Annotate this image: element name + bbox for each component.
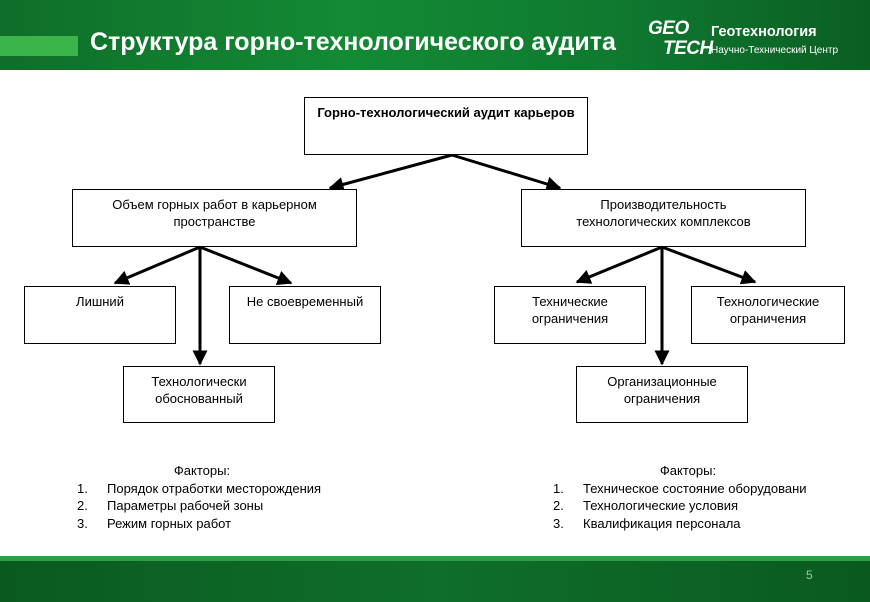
header-bar [0, 0, 870, 70]
factor-item: 1. Техническое состояние оборудовани [553, 480, 854, 498]
root-node: Горно-технологический аудит карьеров [304, 97, 588, 155]
logo-geo-text: GEO [648, 18, 689, 39]
arrow-left-to-excess [113, 245, 201, 285]
node-mining-volume: Объем горных работ в карьерном пространс… [72, 189, 357, 247]
node-untimely: Не своевременный [229, 286, 381, 344]
slide-title: Структура горно-технологического аудита [90, 28, 616, 56]
factor-text: Техническое состояние оборудовани [583, 480, 807, 496]
arrow-right-to-technological [661, 245, 757, 285]
arrow-left-to-untimely [199, 245, 293, 286]
factor-text: Технологические условия [583, 498, 739, 513]
brand-subtitle: Научно-Технический Центр [711, 45, 839, 56]
factors-left: Факторы: 1. Порядок отработки месторожден… [77, 462, 377, 532]
factor-number: 2. [77, 498, 88, 513]
factor-text: Порядок отработки месторождения [107, 480, 322, 496]
factor-text: Параметры рабочей зоны [107, 498, 264, 513]
node-justified: Технологически обоснованный [123, 366, 275, 423]
brand-name: Геотехнология [711, 24, 817, 40]
header-accent-stripe [0, 36, 78, 56]
arrow-root-to-right [451, 153, 562, 192]
factors-right-heading: Факторы: [659, 463, 717, 478]
node-organizational-limits: Организационные ограничения [576, 366, 748, 423]
factor-number: 1. [553, 480, 564, 496]
factor-number: 3. [77, 515, 88, 531]
factor-item: 2. Параметры рабочей зоны [77, 497, 377, 515]
arrow-right-to-technical [575, 245, 663, 284]
footer-bar [0, 556, 870, 602]
factor-item: 3. Режим горных работ [77, 515, 377, 533]
node-technical-limits: Технические ограничения [494, 286, 646, 344]
page-number: 5 [806, 568, 813, 582]
factor-number: 3. [553, 515, 564, 531]
factor-text: Квалификация персонала [583, 515, 741, 531]
node-productivity: Производительность технологических компл… [521, 189, 806, 247]
factor-item: 1. Порядок отработки месторождения [77, 480, 377, 498]
factor-number: 2. [553, 498, 564, 513]
footer-accent-line [0, 556, 870, 561]
factor-item: 3. Квалификация персонала [553, 515, 854, 533]
factors-right: Факторы: 1. Техническое состояние оборудо… [553, 462, 854, 532]
factor-text: Режим горных работ [107, 515, 232, 531]
factor-number: 1. [77, 480, 88, 496]
factor-item: 2. Технологические условия [553, 497, 854, 515]
arrow-root-to-left [328, 153, 453, 192]
factors-left-heading: Факторы: [173, 463, 231, 478]
logo-tech-text: TECH [663, 38, 713, 59]
node-excess: Лишний [24, 286, 176, 344]
node-technological-limits: Технологические ограничения [691, 286, 845, 344]
